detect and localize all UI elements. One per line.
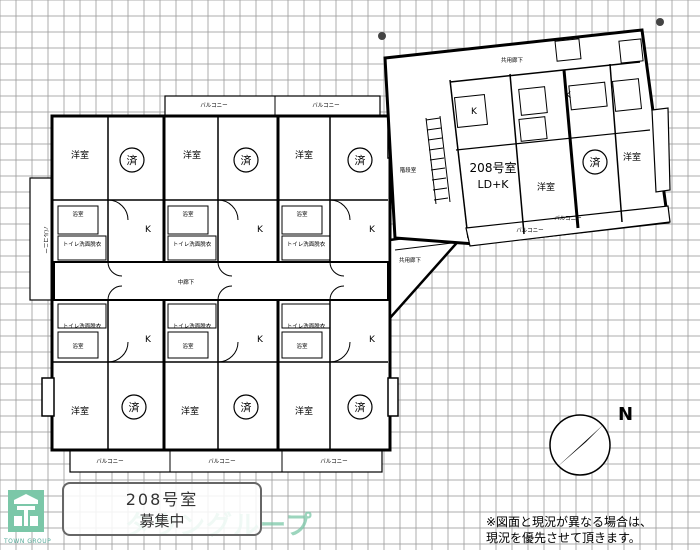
- room-label: 洋室: [181, 405, 199, 417]
- washroom-label: トイレ洗面脱衣: [63, 240, 102, 248]
- stamp-room: 208号室: [125, 490, 199, 509]
- outer-hall-label: 共用廊下: [501, 56, 524, 64]
- sold-mark: 済: [129, 400, 140, 414]
- unit-walls: [52, 116, 388, 450]
- bath-label: 浴室: [182, 342, 194, 350]
- balcony-label: バルコニー: [200, 102, 227, 109]
- sold-mark: 済: [241, 400, 252, 414]
- room-label: 洋室: [71, 405, 89, 417]
- balcony-label: バルコニー: [208, 458, 235, 465]
- washroom-label: トイレ洗面脱衣: [173, 322, 212, 330]
- washroom-label: トイレ洗面脱衣: [287, 322, 326, 330]
- room-label: 洋室: [623, 151, 641, 163]
- balcony-label: バルコニー: [554, 215, 581, 222]
- bath-label: 浴室: [72, 342, 84, 350]
- sold-mark: 済: [355, 153, 366, 167]
- hallway-label: 中廊下: [178, 278, 195, 286]
- north-label: N: [618, 404, 633, 425]
- sold-mark: 済: [355, 400, 366, 414]
- kitchen-label: K: [369, 335, 376, 345]
- balcony-label: バルコニー: [516, 227, 543, 234]
- sold-mark: 済: [241, 153, 252, 167]
- town-group-logo: [8, 490, 44, 532]
- sold-circle: [582, 149, 608, 175]
- kitchen-label: K: [145, 225, 152, 235]
- washroom-label: トイレ洗面脱衣: [63, 322, 102, 330]
- kitchen-label: K: [565, 91, 572, 101]
- disclaimer-line-1: ※図面と現況が異なる場合は、: [486, 515, 653, 529]
- north-arrow: N: [549, 404, 633, 476]
- stairs-label: 階段室: [400, 166, 417, 174]
- kitchen-label: K: [369, 225, 376, 235]
- kitchen-label: K: [257, 335, 264, 345]
- target-layout-label: LD+K: [477, 178, 509, 191]
- disclaimer-note: ※図面と現況が異なる場合は、 現況を優先させて頂きます。: [486, 514, 652, 546]
- room-label: 洋室: [295, 149, 313, 161]
- balcony-label: バルコニー: [320, 458, 347, 465]
- kitchen-label: K: [145, 335, 152, 345]
- room-label: 洋室: [183, 149, 201, 161]
- logo-text: TOWN GROUP: [4, 538, 52, 545]
- washroom-label: トイレ洗面脱衣: [287, 240, 326, 248]
- stamp-status: 募集中: [139, 512, 185, 530]
- kitchen-label: K: [471, 107, 478, 117]
- kitchen-label: K: [257, 225, 264, 235]
- upper-wing: [383, 28, 671, 247]
- stairs: [425, 115, 451, 205]
- room-label: 洋室: [71, 149, 89, 161]
- corner-dot: [378, 32, 386, 40]
- room-label: 洋室: [295, 405, 313, 417]
- balcony-label: バルコニー: [96, 458, 123, 465]
- bath-label: 浴室: [182, 210, 194, 218]
- sold-mark: 済: [590, 155, 601, 169]
- vacancy-stamp: 208号室 募集中: [62, 482, 262, 536]
- target-room-label: 208号室: [470, 160, 517, 175]
- outer-hall-label: 共用廊下: [399, 256, 422, 264]
- sold-mark: 済: [127, 153, 138, 167]
- balcony-label: バルコニー: [312, 102, 339, 109]
- corner-dot: [656, 18, 664, 26]
- sold-markers: [119, 147, 373, 420]
- washroom-label: トイレ洗面脱衣: [173, 240, 212, 248]
- bath-label: 浴室: [296, 342, 308, 350]
- bath-label: 浴室: [296, 210, 308, 218]
- room-label: 洋室: [537, 181, 555, 193]
- bath-label: 浴室: [72, 210, 84, 218]
- disclaimer-line-2: 現況を優先させて頂きます。: [486, 531, 641, 545]
- balcony-label: バルコニー: [42, 226, 49, 253]
